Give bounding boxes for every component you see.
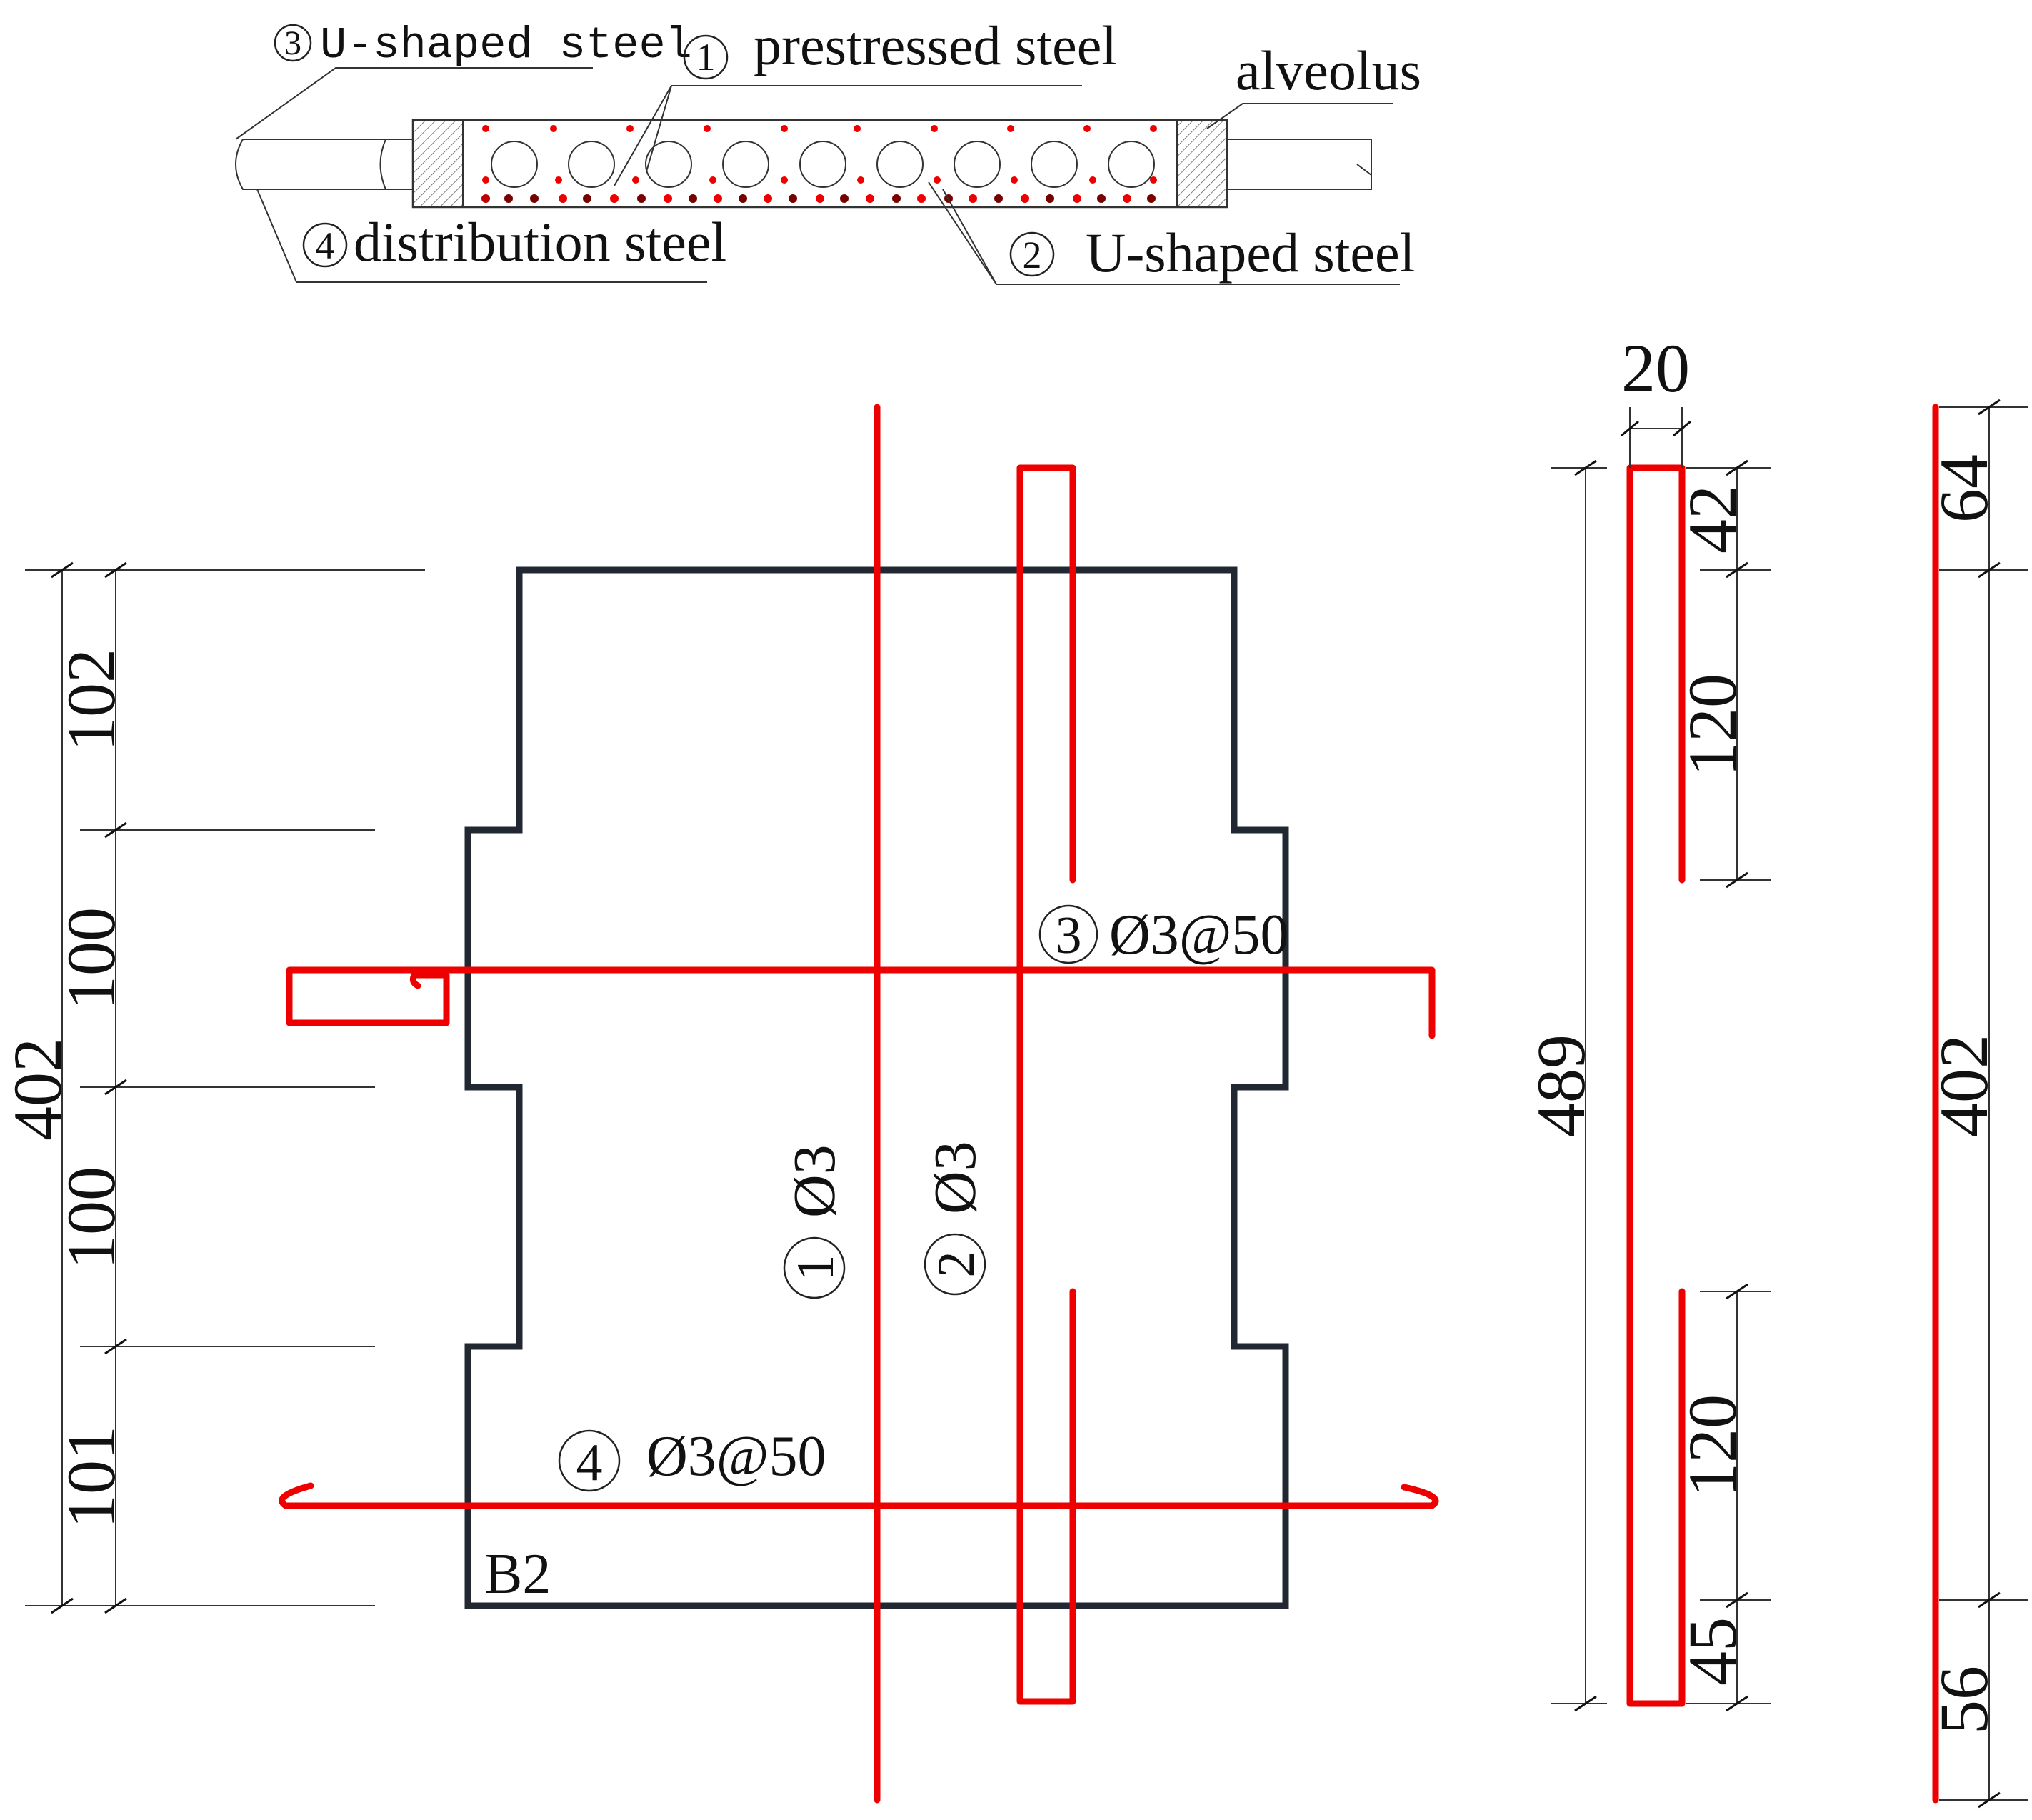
- dim-straight-bottom-ext: 56: [1926, 1666, 2002, 1734]
- dim-ushape-width: 20: [1621, 330, 1690, 406]
- leader-lines: [235, 67, 1400, 285]
- svg-text:2: 2: [927, 1251, 986, 1278]
- dim-left-seg3: 100: [53, 1166, 129, 1269]
- bar-2-spec: Ø3: [922, 1141, 989, 1214]
- label-u-shaped-steel-3: 3 U-shaped steel: [274, 20, 692, 71]
- steel-dots-bottom: [481, 194, 1156, 203]
- dim-left-total: 402: [0, 1038, 76, 1141]
- dim-left-seg1: 102: [53, 649, 129, 751]
- steel-bar-2-ushape: [1016, 464, 1076, 1705]
- right-extension: [1227, 139, 1372, 190]
- svg-text:3: 3: [284, 24, 301, 62]
- label-bar-1: 1 Ø3: [781, 1144, 848, 1299]
- panel-label: B2: [484, 1543, 551, 1606]
- hatched-end-right: [1176, 119, 1228, 208]
- bar-4-spec: Ø3@50: [646, 1425, 826, 1488]
- section-view: 3 U-shaped steel 1 prestressed steel alv…: [235, 14, 1421, 285]
- bar-1-spec: Ø3: [781, 1144, 848, 1218]
- prestressed-steel-text: prestressed steel: [754, 14, 1117, 76]
- steel-bar-4: [279, 1482, 1439, 1509]
- panel-outline: [464, 566, 1289, 1609]
- dim-ushape-top-leg: 120: [1674, 674, 1751, 776]
- left-break: [379, 139, 386, 190]
- dim-straight-top-ext: 64: [1926, 454, 2002, 523]
- bar-3-spec: Ø3@50: [1109, 904, 1288, 966]
- left-extension: [235, 139, 413, 190]
- svg-text:3: 3: [1056, 906, 1082, 965]
- dim-ushape-bottom-hook: 45: [1674, 1617, 1751, 1686]
- dim-ushape-bottom-leg: 120: [1674, 1394, 1751, 1497]
- plan-view: B2 3 Ø3@50 4 Ø3@50 1 Ø3 2 Ø3: [279, 404, 1439, 1804]
- dim-left-seg4: 101: [53, 1426, 129, 1529]
- ushape-detail: 20 489 42 120 120 45: [1523, 330, 1771, 1712]
- alveolus-holes: [491, 141, 1155, 188]
- left-dimensions: 402 102 100 100 101: [0, 561, 425, 1614]
- svg-text:4: 4: [316, 224, 335, 267]
- steel-bar-3: [286, 966, 1436, 1039]
- ushape-bar: [1626, 464, 1686, 1707]
- distribution-steel-text: distribution steel: [354, 211, 726, 273]
- label-bar-4: 4 Ø3@50: [558, 1425, 826, 1492]
- alveolus-text: alveolus: [1236, 39, 1421, 101]
- u-shaped-steel-3-text: U-shaped steel: [320, 20, 692, 71]
- svg-text:4: 4: [576, 1434, 603, 1492]
- label-prestressed-steel: 1 prestressed steel: [683, 14, 1117, 80]
- steel-dots-top: [482, 125, 1157, 184]
- dim-straight-total: 402: [1926, 1034, 2002, 1137]
- dim-ushape-total: 489: [1523, 1034, 1599, 1137]
- label-bar-2: 2 Ø3: [922, 1141, 989, 1296]
- label-bar-3: 3 Ø3@50: [1038, 904, 1288, 966]
- svg-text:1: 1: [786, 1255, 845, 1281]
- label-u-shaped-steel-2: 2 U-shaped steel: [1009, 221, 1415, 284]
- straight-bar-detail: 64 402 56: [1926, 399, 2028, 1809]
- dim-left-seg2: 100: [53, 907, 129, 1010]
- u-shaped-steel-2-text: U-shaped steel: [1086, 221, 1415, 284]
- svg-text:1: 1: [696, 36, 716, 79]
- hatched-end-left: [412, 119, 464, 208]
- label-distribution-steel: 4 distribution steel: [302, 211, 726, 273]
- dim-ushape-top-hook: 42: [1674, 485, 1751, 554]
- right-break: [1356, 164, 1372, 176]
- svg-text:2: 2: [1023, 234, 1042, 276]
